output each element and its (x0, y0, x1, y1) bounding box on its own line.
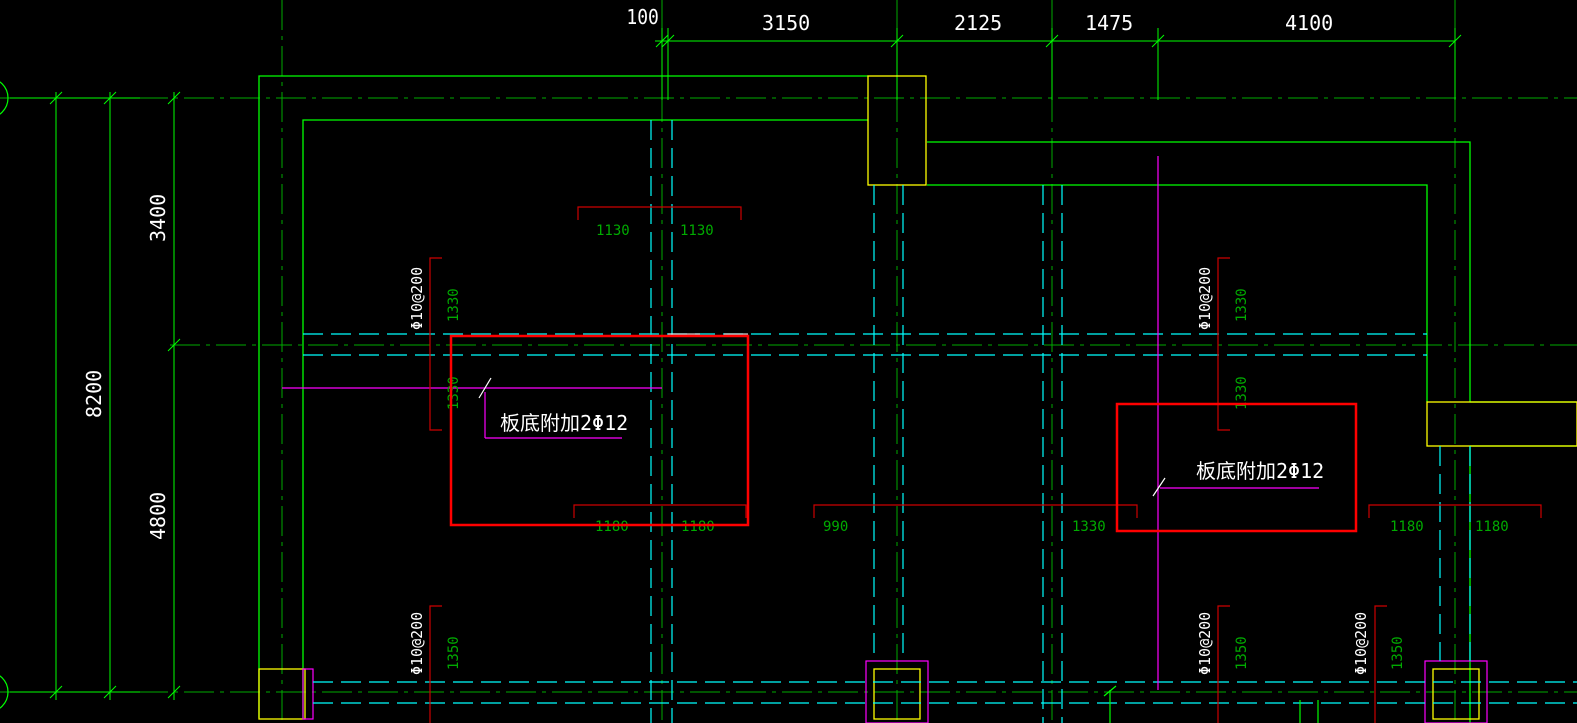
rebar-len-upper-right-bot: 1330 (1234, 376, 1250, 410)
callout-right-text: 板底附加2Φ12 (1196, 459, 1324, 483)
rebar-labels-white: Φ10@200 Φ10@200 Φ10@200 Φ10@200 Φ10@200 (408, 267, 1370, 675)
callout-left-text: 板底附加2Φ12 (500, 411, 628, 435)
dim-label-1475: 1475 (1085, 11, 1133, 35)
rebar-len-mid-c-left: 1180 (1390, 519, 1424, 535)
callout-left-slash (478, 377, 492, 399)
rebar-len-upper-mid-right: 1130 (680, 223, 714, 239)
top-dimension-labels: 100 3150 2125 1475 4100 (626, 6, 1333, 35)
dim-label-4100: 4100 (1285, 11, 1333, 35)
top-dimension-chain (655, 28, 1462, 100)
axis-bubble-top (0, 81, 9, 115)
highlight-boxes (449, 334, 1358, 533)
highlight-box-right (1115, 402, 1358, 533)
beam-outer-top-left (258, 75, 868, 718)
column-bottom-right (1432, 668, 1480, 720)
rebar-len-mid-c-right: 1180 (1475, 519, 1509, 535)
rebar-len-upper-left-bot: 1330 (446, 376, 462, 410)
rebar-marks (429, 206, 1542, 723)
beam-outer-top-right (927, 141, 1471, 402)
axis-bubble-bottom (0, 675, 9, 709)
rebar-spacing-lower-3: Φ10@200 (1352, 612, 1370, 675)
rebar-len-mid-a-left: 1180 (595, 519, 629, 535)
column-right-mid (1426, 401, 1577, 447)
rebar-labels-green: 1330 1330 1130 1130 1330 1330 1180 1180 … (446, 223, 1509, 670)
beam-inner-top-left (302, 119, 868, 718)
column-outlines-magenta (302, 660, 1488, 723)
dim-label-8200: 8200 (82, 370, 106, 418)
rebar-len-upper-mid-left: 1130 (596, 223, 630, 239)
magenta-lines (282, 156, 1159, 690)
rebar-len-upper-left-top: 1330 (446, 288, 462, 322)
beam-inner-top-right (927, 184, 1428, 402)
dim-label-2125: 2125 (954, 11, 1002, 35)
rebar-len-mid-b-right: 1330 (1072, 519, 1106, 535)
bottom-ticks (1103, 685, 1319, 723)
rebar-len-upper-right-top: 1330 (1234, 288, 1250, 322)
column-top-mid (867, 75, 927, 186)
dim-label-100: 100 (626, 6, 659, 29)
rebar-spacing-lower-2: Φ10@200 (1196, 612, 1214, 675)
hidden-beams (303, 120, 1577, 723)
rebar-len-mid-b-left: 990 (823, 519, 848, 535)
dim-label-4800: 4800 (146, 492, 170, 540)
left-dimension-chain (10, 91, 181, 700)
column-bottom-mid (873, 668, 921, 720)
axis-bubbles (0, 81, 9, 709)
rebar-len-mid-a-right: 1180 (681, 519, 715, 535)
rebar-len-lower-1: 1350 (446, 636, 462, 670)
callout-left[interactable]: 板底附加2Φ12 (478, 377, 628, 439)
left-dimension-labels: 8200 3400 4800 (82, 194, 170, 540)
callout-right-slash (1152, 477, 1166, 497)
rebar-len-lower-2: 1350 (1234, 636, 1250, 670)
rebar-spacing-upper-left: Φ10@200 (408, 267, 426, 330)
rebar-len-lower-3: 1350 (1390, 636, 1406, 670)
highlight-box-left (449, 334, 750, 527)
rebar-spacing-upper-right: Φ10@200 (1196, 267, 1214, 330)
dim-label-3400: 3400 (146, 194, 170, 242)
dim-label-3150: 3150 (762, 11, 810, 35)
columns (258, 75, 1577, 720)
column-bottom-left (258, 668, 306, 720)
callout-right[interactable]: 板底附加2Φ12 (1152, 459, 1324, 497)
rebar-spacing-lower-1: Φ10@200 (408, 612, 426, 675)
